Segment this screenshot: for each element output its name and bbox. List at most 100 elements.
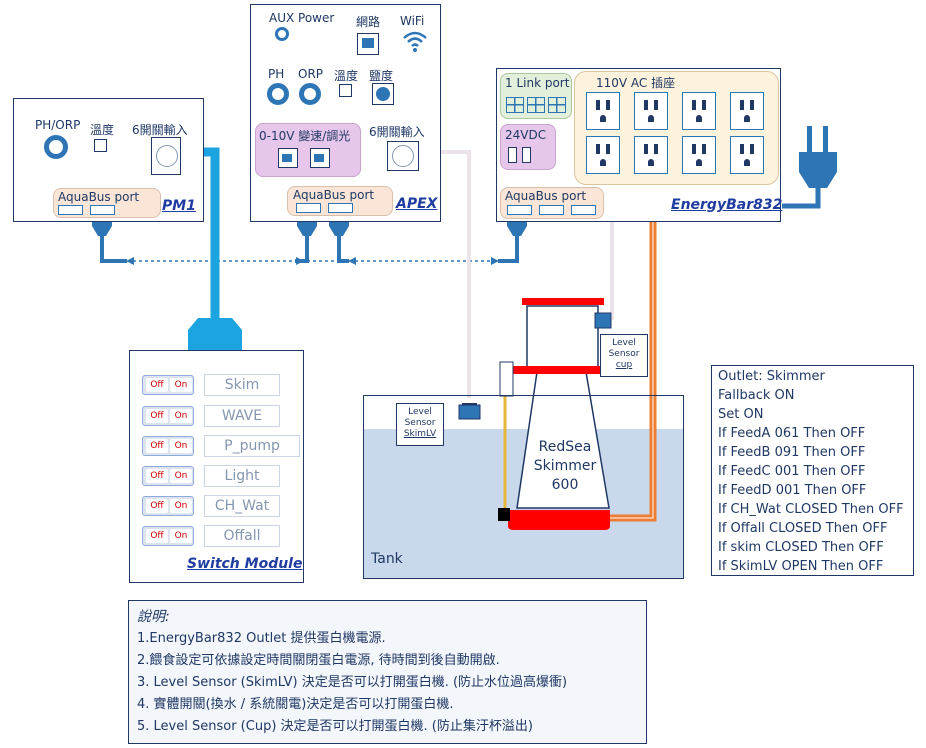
notes-line: 1.EnergyBar832 Outlet 提供蛋白機電源. [137,631,386,646]
vdc-area: 24VDC [500,124,556,170]
apex-aquabus-cable-b [337,236,349,263]
on-label: On [170,529,192,543]
skimlv-sensor-label: Level Sensor SkimLV [396,403,444,446]
tank [363,395,684,579]
ac-outlet[interactable] [634,92,668,130]
pm1-temp-label: 溫度 [90,123,115,137]
apex-temp-port-icon [339,84,352,97]
wifi-icon [403,31,427,52]
skimmer-label: RedSea Skimmer 600 [520,438,610,495]
apex-temp-label: 溫度 [334,69,359,83]
pm1-ph-orp-label: PH/ORP [35,118,81,132]
sensor-line: Sensor [608,349,640,359]
on-label: On [170,439,192,453]
on-label: On [170,469,192,483]
link-port[interactable] [527,97,545,113]
apex-title: APEX [396,196,438,212]
skimmer-label-line: RedSea [538,439,592,455]
link-port[interactable] [506,97,524,113]
off-label: Off [146,378,168,392]
ph-port-icon [267,83,289,105]
cup-sensor-icon [594,312,612,329]
link-port[interactable] [548,97,566,113]
orp-label: ORP [298,67,324,81]
notes-line: 5. Level Sensor (Cup) 決定是否可以打開蛋白機. (防止集汙… [137,719,533,734]
apex-aquabus-cable-a [295,236,309,263]
ac-outlet[interactable] [682,92,716,130]
link-port-label: 1 Link port [505,76,570,90]
off-label: Off [146,469,168,483]
on-label: On [170,499,192,513]
network-label: 網路 [356,15,381,29]
notes-line: 3. Level Sensor (SkimLV) 決定是否可以打開蛋白機. (防… [137,675,568,690]
ac-outlet[interactable] [586,92,620,130]
aquabus-port[interactable] [90,205,115,215]
energybar-aquabus-cable [498,236,519,263]
vdc-port[interactable] [522,147,531,163]
aquabus-port[interactable] [539,205,564,215]
pm1-din-port-icon [151,137,181,175]
aquabus-port[interactable] [328,203,353,213]
mains-cable [782,188,821,209]
energybar-aquabus-label: AquaBus port [505,189,587,203]
dimming-label: 0-10V 變速/調光 [259,129,351,143]
off-label: Off [146,529,168,543]
program-line: If Offall CLOSED Then OFF [718,521,888,536]
notes-box: 說明: 1.EnergyBar832 Outlet 提供蛋白機電源. 2.餵食設… [128,600,647,744]
ac-outlet[interactable] [730,136,764,174]
ph-orp-port-icon [44,135,68,159]
program-line: If CH_Wat CLOSED Then OFF [718,502,904,517]
aquabus-port[interactable] [571,205,596,215]
pm1-aquabus-cable [100,236,127,263]
ac-outlet[interactable] [682,136,716,174]
orp-port-icon [299,83,321,105]
switch-module-title: Switch Module [187,556,303,572]
apex-aquabus-label: AquaBus port [293,188,375,202]
dimming-port[interactable] [310,148,330,168]
aux-power-label: AUX Power [269,11,335,25]
aquabus-port[interactable] [58,205,83,215]
program-line: If FeedB 091 Then OFF [718,445,866,460]
ac-outlet[interactable] [730,92,764,130]
energybar-module: 1 Link port 24VDC 110V AC 插座 AquaBus por… [496,68,783,222]
pm1-module: PH/ORP 溫度 6開關輸入 AquaBus port PM1 [13,98,204,222]
program-line: If SkimLV OPEN Then OFF [718,559,884,574]
ac-outlet-skimmer[interactable] [634,136,668,174]
apex-module: AUX Power 網路 WiFi PH ORP 溫度 鹽度 0-10V 變速/… [250,4,441,222]
switch-label: WAVE [204,405,280,427]
wifi-label: WiFi [400,14,425,28]
ac-outlets-area: 110V AC 插座 [574,71,779,185]
notes-heading: 說明: [137,609,170,625]
notes-line: 4. 實體開關(換水 / 系統關電)決定是否可以打開蛋白機. [137,697,454,712]
skimmer-body [498,298,612,530]
aquabus-port[interactable] [296,203,321,213]
link-port-area: 1 Link port [500,73,572,119]
switch-label: Offall [204,525,280,547]
pm1-aquabus-area: AquaBus port [53,188,161,218]
switch-module-plug-icon [188,318,242,350]
dimming-port[interactable] [278,148,298,168]
aquabus-port[interactable] [507,205,532,215]
apex-din-port-icon [387,141,419,171]
off-label: Off [146,439,168,453]
salinity-label: 鹽度 [369,69,394,83]
program-line: If FeedD 001 Then OFF [718,483,867,498]
vdc-label: 24VDC [505,128,547,142]
skimmer-label-line: 600 [551,477,579,493]
ac-outlet[interactable] [586,136,620,174]
switch-label: P_pump [204,435,300,457]
apex-inputs-label: 6開關輸入 [369,125,425,139]
vdc-port[interactable] [508,147,517,163]
off-label: Off [146,499,168,513]
energybar-title: EnergyBar832 [671,197,783,213]
on-label: On [170,409,192,423]
tank-label: Tank [371,551,403,567]
energybar-aquabus-area: AquaBus port [500,187,604,219]
